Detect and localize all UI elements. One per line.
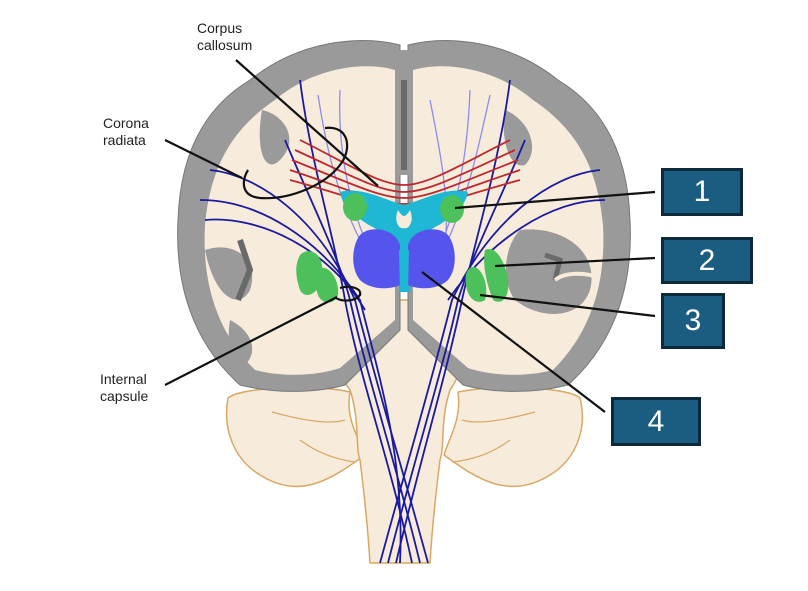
thalamus — [353, 229, 455, 289]
label-internal-capsule: Internal capsule — [100, 371, 149, 404]
leader-lines — [164, 59, 656, 413]
basal-ganglia — [296, 193, 509, 303]
answer-box-2[interactable]: 2 — [661, 237, 753, 284]
answer-box-4[interactable]: 4 — [611, 397, 701, 446]
lateral-ventricles — [340, 190, 468, 292]
label-corpus-callosum: Corpus callosum — [197, 20, 253, 53]
brainstem — [335, 299, 465, 564]
label-corona-radiata: Corona radiata — [103, 115, 149, 148]
cerebellum — [225, 386, 584, 488]
answer-box-3[interactable]: 3 — [661, 293, 725, 349]
answer-box-1[interactable]: 1 — [661, 168, 743, 216]
